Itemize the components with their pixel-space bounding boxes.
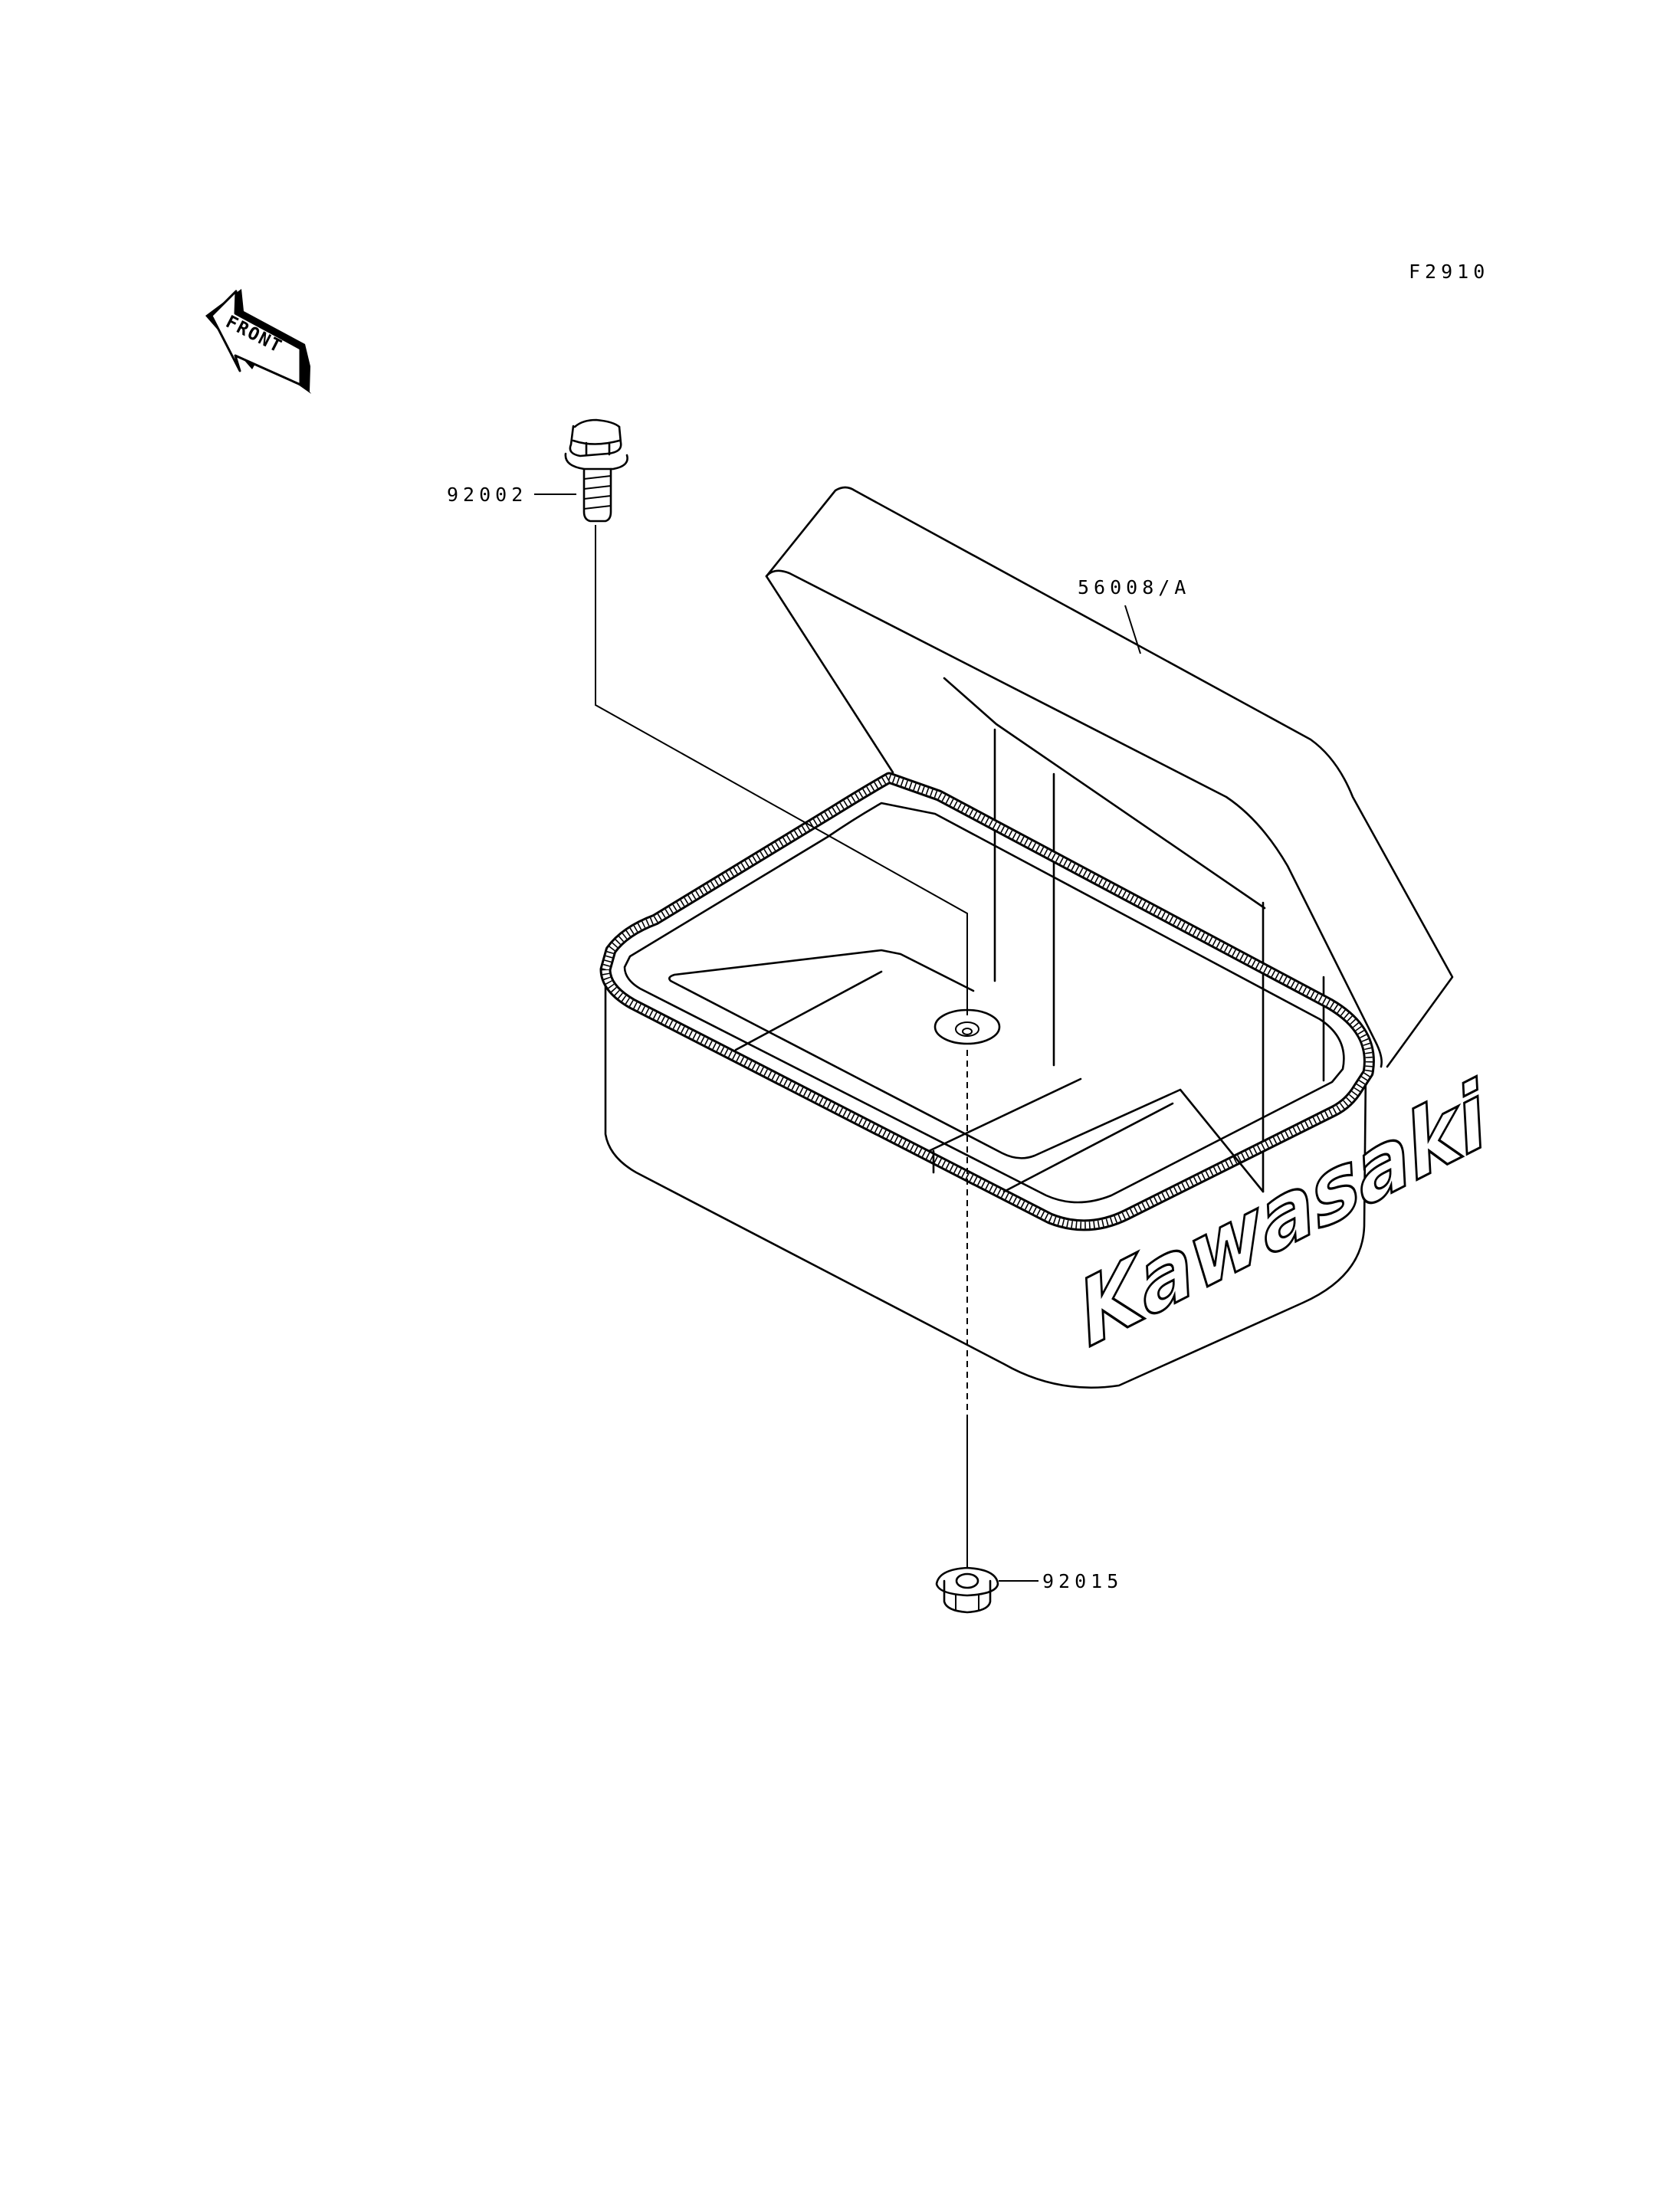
nut-92015-icon <box>935 1566 999 1614</box>
part-number-56008a[interactable]: 56008/A <box>1078 576 1190 598</box>
leader-lines <box>534 494 1141 1582</box>
front-arrow-icon: FRONT <box>205 289 311 394</box>
storage-box: Kawasaki <box>599 486 1498 1389</box>
part-number-92002[interactable]: 92002 <box>447 484 527 506</box>
figure-code: F2910 <box>1409 261 1489 283</box>
part-number-92015[interactable]: 92015 <box>1042 1570 1123 1592</box>
bolt-92002-icon <box>564 418 628 523</box>
